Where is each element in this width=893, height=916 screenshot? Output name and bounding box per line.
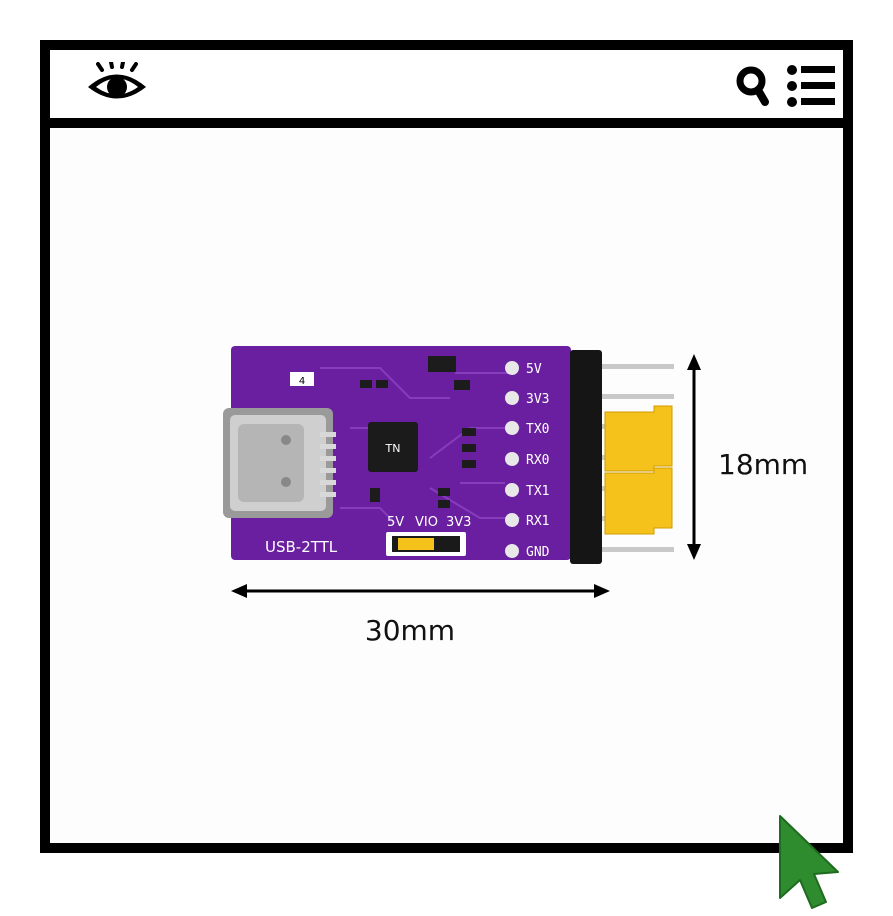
height-dimension-label: 18mm bbox=[718, 448, 808, 481]
window-toolbar bbox=[50, 50, 843, 128]
voltage-jumper bbox=[398, 538, 434, 550]
width-dimension-label: 30mm bbox=[365, 614, 455, 647]
width-dimension-arrow bbox=[231, 584, 610, 598]
jumper-cap bbox=[604, 467, 673, 535]
pin-header bbox=[570, 350, 602, 564]
pin-label: 3V3 bbox=[526, 392, 549, 407]
menu-list-icon[interactable] bbox=[786, 64, 836, 108]
board-label: USB-2TTL bbox=[265, 538, 338, 556]
voltage-label-vio: VIO bbox=[415, 515, 438, 530]
main-chip bbox=[368, 422, 418, 472]
cursor-arrow-icon bbox=[779, 815, 839, 909]
height-dimension-arrow bbox=[687, 354, 701, 560]
pin-label: TX0 bbox=[526, 422, 549, 437]
chip-marking: TN bbox=[385, 442, 401, 455]
content-area: TN 4 USB-2TTL 5V VIO 3V3 5V 3V3 bbox=[50, 128, 843, 843]
jumper-cap bbox=[604, 405, 673, 472]
pin-label: RX0 bbox=[526, 453, 549, 468]
search-icon[interactable] bbox=[734, 64, 774, 108]
pin-labels: 5V 3V3 TX0 RX0 TX1 RX1 GND bbox=[505, 361, 550, 560]
browser-window: TN 4 USB-2TTL 5V VIO 3V3 5V 3V3 bbox=[40, 40, 853, 853]
voltage-label-5v: 5V bbox=[387, 515, 404, 530]
pin-label: 5V bbox=[526, 362, 542, 377]
pin-label: TX1 bbox=[526, 484, 549, 499]
product-photo: TN 4 USB-2TTL 5V VIO 3V3 5V 3V3 bbox=[223, 346, 808, 647]
pin-label: GND bbox=[526, 545, 550, 560]
eye-icon[interactable] bbox=[84, 62, 150, 106]
pin-label: RX1 bbox=[526, 514, 549, 529]
regulator-marking: 4 bbox=[299, 376, 305, 387]
voltage-label-3v3: 3V3 bbox=[446, 515, 471, 530]
